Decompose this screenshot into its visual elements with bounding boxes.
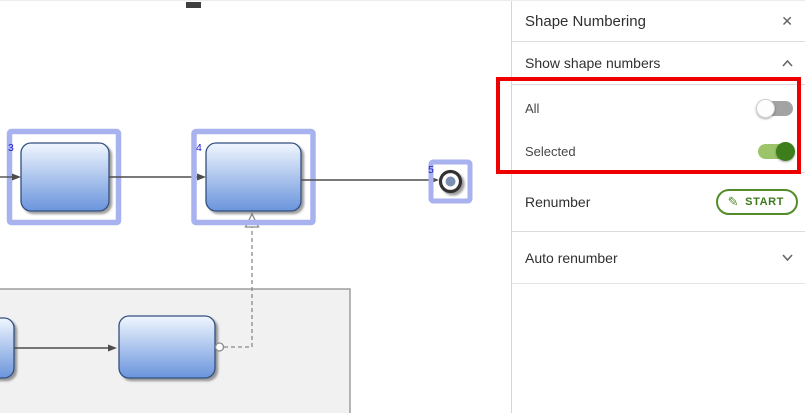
- close-icon[interactable]: ✕: [781, 13, 793, 29]
- diagram-canvas[interactable]: 3 4 5: [0, 1, 511, 413]
- shape-number-4: 4: [196, 142, 202, 154]
- shape-numbering-panel: Shape Numbering ✕ Show shape numbers All…: [511, 1, 805, 413]
- toggle-all-label: All: [525, 100, 540, 116]
- selection-outline-shape-5[interactable]: [428, 159, 473, 204]
- toggle-selected-knob: [776, 142, 795, 161]
- shape-number-5: 5: [428, 164, 434, 176]
- shape-number-3: 3: [8, 142, 14, 154]
- diagram-svg: 3 4 5: [0, 2, 473, 413]
- chevron-down-icon[interactable]: [782, 254, 793, 261]
- auto-renumber-row[interactable]: Auto renumber: [512, 232, 805, 284]
- show-shape-numbers-label: Show shape numbers: [525, 55, 661, 71]
- flow-shape-clipped-left[interactable]: [0, 317, 15, 379]
- end-event-inner-disc: [445, 176, 456, 187]
- toolbar-fragment: [186, 2, 201, 8]
- toggle-all-knob: [756, 98, 775, 118]
- flow-shape-4[interactable]: [205, 142, 302, 212]
- panel-header: Shape Numbering ✕: [512, 1, 805, 42]
- auto-renumber-label: Auto renumber: [525, 249, 618, 266]
- selection-outline-shape-4[interactable]: [191, 128, 316, 226]
- renumber-row: Renumber ✎ START: [512, 173, 805, 232]
- toggle-selected-switch[interactable]: [758, 142, 795, 161]
- toggle-all-switch[interactable]: [756, 98, 793, 118]
- flow-shape-in-group[interactable]: [118, 315, 216, 379]
- connector-endpoint-circle[interactable]: [214, 342, 225, 352]
- start-button-label: START: [745, 196, 784, 208]
- start-button[interactable]: ✎ START: [715, 189, 798, 215]
- toggle-row-all: All: [512, 85, 805, 131]
- toggle-row-selected: Selected: [512, 131, 805, 173]
- renumber-label: Renumber: [525, 194, 591, 210]
- flow-shape-3[interactable]: [20, 142, 110, 212]
- panel-title: Shape Numbering: [525, 12, 646, 30]
- toggle-selected-label: Selected: [525, 144, 576, 159]
- dashed-connector[interactable]: [224, 226, 253, 348]
- pencil-icon: ✎: [727, 194, 740, 209]
- show-shape-numbers-header[interactable]: Show shape numbers: [512, 42, 805, 85]
- chevron-up-icon[interactable]: [782, 59, 793, 67]
